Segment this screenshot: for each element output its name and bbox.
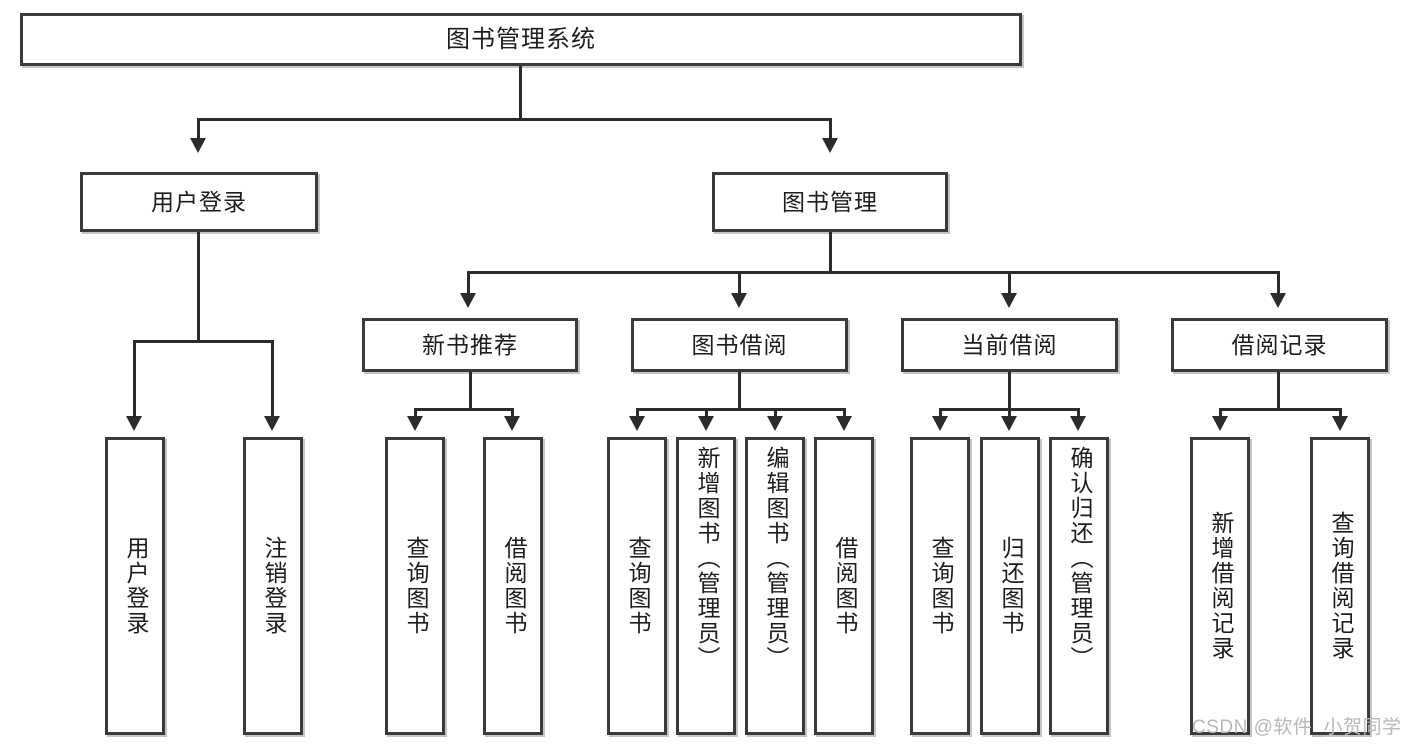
node-book-manage[interactable]: 图书管理 [712, 172, 948, 232]
leaf-query-book-2-label: 查询图书 [624, 536, 651, 636]
node-user-login-label: 用户登录 [151, 188, 247, 215]
arrowhead-to-book-borrow [731, 293, 747, 308]
arrowhead-leaf-borrow-book-2 [836, 416, 852, 431]
arrowhead-leaf-edit-book [767, 416, 783, 431]
leaf-query-record[interactable]: 查询借阅记录 [1310, 437, 1370, 735]
connector-current-borrow-drop-3 [1077, 408, 1080, 418]
leaf-edit-book[interactable]: 编辑图书（管理员） [745, 437, 805, 735]
connector-user-login-drop-1 [133, 340, 136, 418]
arrowhead-to-user-login [190, 138, 206, 153]
connector-user-login-drop-2 [271, 340, 274, 418]
leaf-query-book-3[interactable]: 查询图书 [910, 437, 970, 735]
arrowhead-leaf-borrow-book-1 [504, 416, 520, 431]
leaf-borrow-book-1-label: 借阅图书 [500, 536, 527, 636]
arrowhead-leaf-confirm-return [1070, 416, 1086, 431]
leaf-confirm-return-label: 确认归还（管理员） [1066, 446, 1093, 671]
connector-book-manage-stem [829, 232, 832, 271]
arrowhead-leaf-add-record [1212, 416, 1228, 431]
connector-borrow-record-bus [1219, 408, 1339, 411]
node-current-borrow[interactable]: 当前借阅 [901, 318, 1118, 372]
node-book-manage-label: 图书管理 [782, 188, 878, 215]
connector-new-book-rec-drop-1 [414, 408, 417, 418]
arrowhead-leaf-return-book [1001, 416, 1017, 431]
arrowhead-to-current-borrow [1001, 293, 1017, 308]
connector-book-borrow-bus [636, 408, 845, 411]
node-borrow-record-label: 借阅记录 [1231, 331, 1328, 358]
connector-to-user-login [197, 118, 200, 140]
leaf-add-book-label: 新增图书（管理员） [693, 446, 720, 671]
connector-borrow-record-drop-1 [1219, 408, 1222, 418]
node-borrow-record[interactable]: 借阅记录 [1171, 318, 1388, 372]
leaf-edit-book-label: 编辑图书（管理员） [762, 446, 789, 671]
leaf-return-book-label: 归还图书 [997, 536, 1024, 636]
leaf-user-login-label: 用户登录 [122, 536, 149, 636]
node-book-borrow-label: 图书借阅 [691, 331, 788, 358]
arrowhead-to-borrow-record [1270, 293, 1286, 308]
connector-to-new-book-rec [467, 271, 470, 295]
leaf-user-logout-label: 注销登录 [260, 536, 287, 636]
leaf-confirm-return[interactable]: 确认归还（管理员） [1049, 437, 1109, 735]
node-root-system[interactable]: 图书管理系统 [20, 13, 1022, 66]
connector-borrow-record-drop-2 [1339, 408, 1342, 418]
connector-to-book-manage [829, 118, 832, 140]
leaf-user-login[interactable]: 用户登录 [105, 437, 165, 735]
node-user-login[interactable]: 用户登录 [80, 172, 318, 232]
arrowhead-to-book-manage [822, 138, 838, 153]
node-new-book-rec-label: 新书推荐 [422, 331, 518, 358]
node-current-borrow-label: 当前借阅 [961, 331, 1058, 358]
leaf-borrow-book-2-label: 借阅图书 [831, 536, 858, 636]
connector-new-book-rec-stem [469, 372, 472, 408]
leaf-borrow-book-2[interactable]: 借阅图书 [814, 437, 874, 735]
connector-new-book-rec-drop-2 [511, 408, 514, 418]
arrowhead-leaf-query-book-1 [407, 416, 423, 431]
connector-book-borrow-drop-4 [843, 408, 846, 418]
connector-new-book-rec-bus [414, 408, 513, 411]
connector-book-borrow-drop-3 [774, 408, 777, 418]
arrowhead-leaf-add-book [698, 416, 714, 431]
connector-to-borrow-record [1277, 271, 1280, 295]
leaf-query-book-1[interactable]: 查询图书 [385, 437, 445, 735]
connector-to-current-borrow [1008, 271, 1011, 295]
leaf-user-logout[interactable]: 注销登录 [243, 437, 303, 735]
connector-borrow-record-stem [1277, 372, 1280, 408]
arrowhead-leaf-query-book-2 [629, 416, 645, 431]
arrowhead-leaf-user-login [126, 416, 142, 431]
connector-book-borrow-drop-1 [636, 408, 639, 418]
node-root-system-label: 图书管理系统 [446, 25, 596, 53]
connector-current-borrow-stem [1008, 372, 1011, 408]
arrowhead-leaf-user-logout [264, 416, 280, 431]
connector-book-borrow-stem [738, 372, 741, 408]
leaf-query-book-1-label: 查询图书 [402, 536, 429, 636]
connector-current-borrow-drop-1 [939, 408, 942, 418]
leaf-query-record-label: 查询借阅记录 [1327, 511, 1354, 661]
leaf-query-book-2[interactable]: 查询图书 [607, 437, 667, 735]
node-new-book-rec[interactable]: 新书推荐 [362, 318, 578, 372]
arrowhead-leaf-query-book-3 [932, 416, 948, 431]
arrowhead-leaf-query-record [1332, 416, 1348, 431]
connector-level3-bus [467, 271, 1279, 274]
leaf-add-record-label: 新增借阅记录 [1207, 511, 1234, 661]
connector-user-login-bus [133, 340, 271, 343]
connector-user-login-stem [197, 232, 200, 340]
leaf-return-book[interactable]: 归还图书 [980, 437, 1040, 735]
connector-root-stem [519, 66, 522, 118]
arrowhead-to-new-book-rec [460, 293, 476, 308]
connector-to-book-borrow [738, 271, 741, 295]
connector-current-borrow-drop-2 [1008, 408, 1011, 418]
leaf-add-record[interactable]: 新增借阅记录 [1190, 437, 1250, 735]
node-book-borrow[interactable]: 图书借阅 [631, 318, 848, 372]
connector-book-borrow-drop-2 [705, 408, 708, 418]
leaf-query-book-3-label: 查询图书 [927, 536, 954, 636]
connector-level2-bus [197, 118, 832, 121]
leaf-borrow-book-1[interactable]: 借阅图书 [483, 437, 543, 735]
leaf-add-book[interactable]: 新增图书（管理员） [676, 437, 736, 735]
